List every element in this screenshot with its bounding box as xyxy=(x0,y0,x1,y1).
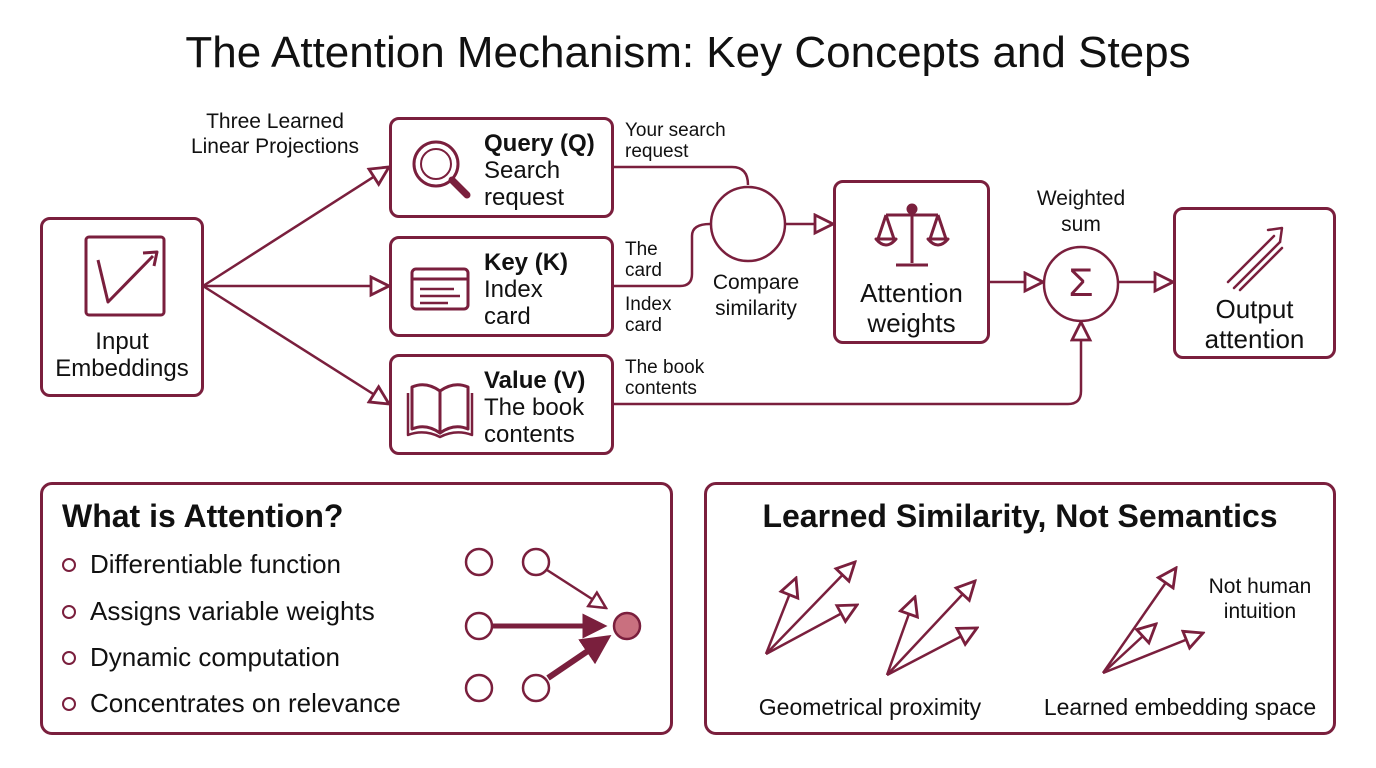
bullet-dot-icon xyxy=(62,557,76,572)
output-attention-box: Output attention xyxy=(1173,207,1336,359)
bullet-text-2: Assigns variable weights xyxy=(90,596,375,626)
caption-learned-embedding-space: Learned embedding space xyxy=(1043,694,1317,720)
vector-arrow xyxy=(1101,568,1176,674)
output-label-line2: attention xyxy=(1204,324,1305,354)
graph-node xyxy=(464,673,494,703)
input-embeddings-box: Input Embeddings xyxy=(40,217,204,397)
key-line2: card xyxy=(484,303,531,330)
graph-node xyxy=(521,673,551,703)
key-note-top-line1: The xyxy=(625,239,658,260)
graph-target-node xyxy=(612,611,642,641)
key-note-top-line2: card xyxy=(625,260,662,281)
bullet-item: Assigns variable weights xyxy=(62,596,375,627)
compare-label-line1: Compare xyxy=(712,271,800,294)
open-book-icon xyxy=(406,383,474,439)
attention-weights-box: Attention weights xyxy=(833,180,990,344)
bullet-text-3: Dynamic computation xyxy=(90,642,340,672)
vector-arrow xyxy=(885,597,915,676)
value-title: Value (V) xyxy=(484,367,586,394)
line-key-to-compare xyxy=(614,222,711,288)
bullet-dot-icon xyxy=(62,696,76,711)
query-note-line1: Your search xyxy=(625,120,726,141)
query-title: Query (Q) xyxy=(484,130,595,157)
learned-similarity-title: Learned Similarity, Not Semantics xyxy=(762,498,1278,534)
projections-label-line2: Linear Projections xyxy=(190,135,360,158)
output-arrows-icon xyxy=(1226,226,1284,292)
index-card-icon xyxy=(410,267,470,311)
query-note-line2: request xyxy=(625,141,689,162)
graph-node xyxy=(521,547,551,577)
what-is-attention-title: What is Attention? xyxy=(62,498,344,534)
sigma-symbol: Σ xyxy=(1068,261,1094,305)
line-query-to-compare xyxy=(614,165,750,186)
weighted-sum-label-line2: sum xyxy=(1061,213,1101,236)
bullet-dot-icon xyxy=(62,604,76,619)
vector-arrow xyxy=(764,578,796,655)
vector-arrow xyxy=(886,581,975,676)
embedding-vector-icon xyxy=(84,235,166,317)
not-human-note-line2: intuition xyxy=(1223,600,1297,623)
bullet-text-1: Differentiable function xyxy=(90,549,342,579)
input-label-line1: Input xyxy=(95,328,149,355)
compare-label-line2: similarity xyxy=(715,297,797,320)
bullet-item: Dynamic computation xyxy=(62,642,340,673)
key-title: Key (K) xyxy=(484,249,569,276)
what-is-attention-panel xyxy=(40,482,673,735)
weighted-sum-label-line1: Weighted xyxy=(1036,187,1126,210)
vector-arrow xyxy=(1102,633,1203,675)
arrow-input-to-query xyxy=(202,167,389,288)
input-label-line2: Embeddings xyxy=(55,355,189,382)
key-note-bottom-line2: card xyxy=(625,315,662,336)
weights-label-line2: weights xyxy=(867,308,956,338)
bullet-item: Concentrates on relevance xyxy=(62,688,401,719)
value-line2: contents xyxy=(484,421,575,448)
bullet-dot-icon xyxy=(62,650,76,665)
projections-label-line1: Three Learned xyxy=(206,110,344,133)
output-label-line1: Output xyxy=(1215,294,1294,324)
bullet-text-4: Concentrates on relevance xyxy=(90,688,401,718)
value-note-line1: The book xyxy=(625,357,705,378)
line-value-to-sum xyxy=(614,322,1081,406)
graph-node xyxy=(464,547,494,577)
page-title: The Attention Mechanism: Key Concepts an… xyxy=(185,28,1191,77)
scales-icon xyxy=(874,203,950,267)
vector-arrow xyxy=(765,562,855,655)
value-line1: The book xyxy=(484,394,585,421)
weighted-sum-circle xyxy=(1042,245,1120,323)
graph-node xyxy=(464,611,494,641)
query-line1: Search xyxy=(484,157,561,184)
weights-label-line1: Attention xyxy=(860,278,963,308)
bullet-item: Differentiable function xyxy=(62,549,341,580)
vector-arrow xyxy=(886,628,977,677)
key-line1: Index xyxy=(484,276,543,303)
vector-arrow xyxy=(765,605,857,656)
arrow-input-to-value xyxy=(202,284,389,404)
caption-geometrical-proximity: Geometrical proximity xyxy=(758,694,982,720)
vector-arrow xyxy=(1102,624,1156,674)
not-human-note-line1: Not human xyxy=(1208,575,1312,598)
compare-circle xyxy=(709,185,787,263)
value-note-line2: contents xyxy=(625,378,697,399)
query-line2: request xyxy=(484,184,565,211)
magnifier-icon xyxy=(412,140,471,199)
query-box: Query (Q) Search request xyxy=(389,117,614,218)
key-note-bottom-line1: Index xyxy=(625,294,672,315)
value-box: Value (V) The book contents xyxy=(389,354,614,455)
key-box: Key (K) Index card xyxy=(389,236,614,337)
